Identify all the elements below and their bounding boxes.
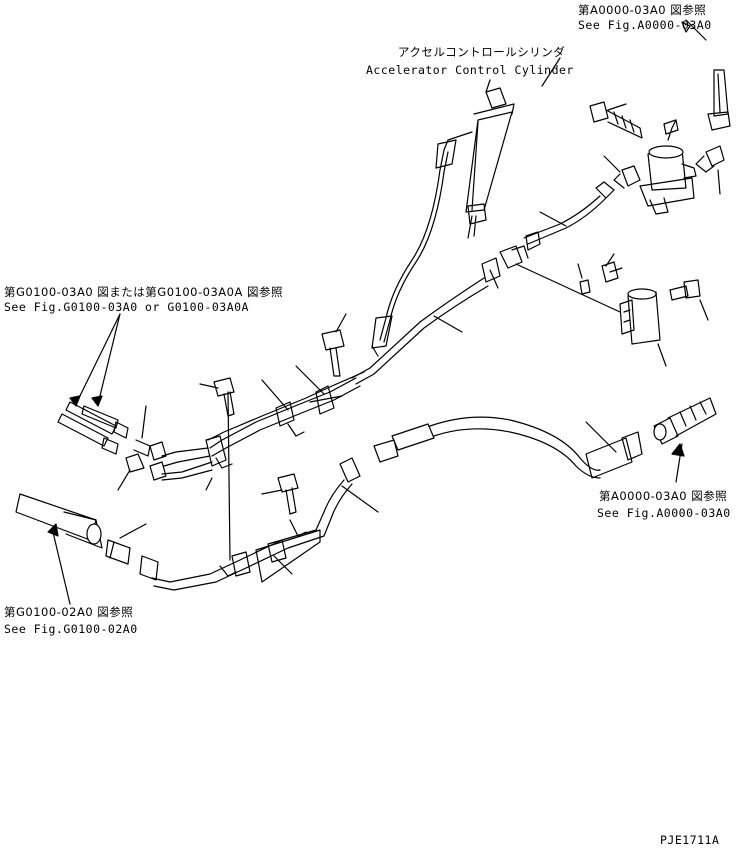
lower-pipe [151, 457, 379, 591]
bolt-top [589, 101, 643, 139]
tee-fitting [481, 245, 621, 313]
right-bottom-hose-end [653, 397, 717, 483]
cylinder-label-jp: アクセルコントロールシリンダ [398, 45, 566, 59]
main-hose-upper [351, 277, 489, 385]
solenoid-valve [639, 119, 697, 215]
cylinder-hose [371, 131, 473, 357]
cylinder-label-en: Accelerator Control Cylinder [366, 63, 574, 77]
left-fittings [117, 405, 167, 491]
left-pipe-ends [57, 401, 129, 455]
ref-label-right-bottom-en: See Fig.A0000-03A0 [597, 506, 731, 520]
nipple-small [577, 263, 591, 295]
clamp-4 [255, 519, 321, 583]
ref-label-left-bottom-en: See Fig.G0100-02A0 [4, 622, 138, 636]
accelerator-cylinder [465, 87, 515, 239]
drawing-number: PJE1711A [660, 833, 720, 847]
lower-left-hose-end [15, 493, 159, 605]
bolt-right [669, 279, 709, 321]
ref-label-left-bottom-jp: 第G0100-02A0 図参照 [4, 605, 134, 619]
left-mid-arrows [69, 313, 121, 407]
ref-label-top-right-jp: 第A0000-03A0 図参照 [578, 3, 707, 17]
ref-label-right-bottom-jp: 第A0000-03A0 図参照 [599, 489, 728, 503]
bolt-lower [261, 473, 299, 515]
clamp-5 [219, 551, 293, 577]
ref-label-left-mid-en: See Fig.G0100-03A0 or G0100-03A0A [4, 300, 249, 314]
bolt-center [321, 313, 347, 377]
bolt-left-upper [199, 377, 235, 561]
leader-lines [541, 57, 561, 87]
small-fitting-mid [603, 155, 641, 189]
clamp-2 [261, 379, 305, 437]
ref-label-left-mid-jp: 第G0100-03A0 図または第G0100-03A0A 図参照 [4, 285, 283, 299]
clamp-1 [295, 365, 343, 415]
pipe-group [161, 371, 365, 481]
accumulator [619, 288, 667, 367]
elbow-fitting-right [695, 145, 725, 195]
ref-label-top-right-en: See Fig.A0000-03A0 [578, 18, 712, 32]
solenoid-hose [523, 181, 615, 251]
lower-hose [373, 416, 643, 479]
fitting-accumulator [601, 253, 623, 283]
top-right-hose-end [681, 19, 731, 131]
